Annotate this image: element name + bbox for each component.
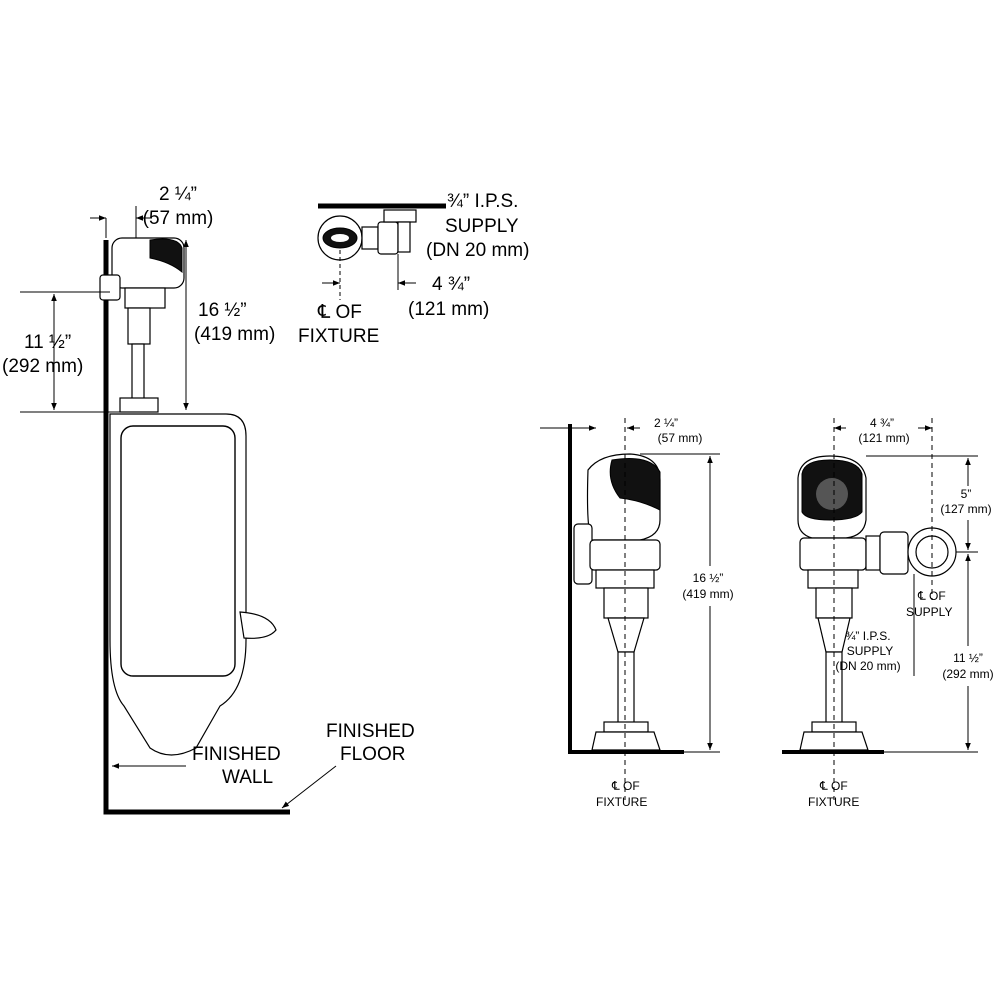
front-top-dim-inch: 5”: [961, 487, 972, 501]
top-centerline-2: FIXTURE: [298, 326, 379, 347]
front-supply-2: SUPPLY: [847, 644, 893, 658]
valve-side-view: 2 ¼” (57 mm) 16 ½” (419 mm) ℄ OF FIXTURE: [540, 416, 734, 809]
top-offset-mm: (121 mm): [408, 299, 489, 320]
finished-floor-label-2: FLOOR: [340, 744, 405, 765]
front-centerline-2: FIXTURE: [808, 795, 859, 809]
left-width-dim-mm: (57 mm): [143, 208, 214, 229]
front-supply-1: ¾” I.P.S.: [845, 629, 890, 643]
urinal-side-view: 2 ¼” (57 mm) 16 ½” (419 mm) 11 ½” (292 m…: [2, 184, 415, 815]
side-height-inch: 16 ½”: [693, 571, 724, 585]
finished-wall-label-2: WALL: [222, 767, 273, 788]
side-height-mm: (419 mm): [682, 587, 733, 601]
left-width-dim-inch: 2 ¼”: [159, 184, 197, 205]
left-supply-dim-inch: 11 ½”: [24, 332, 71, 353]
top-supply-label-1: ¾” I.P.S.: [447, 191, 518, 212]
front-top-dim-mm: (127 mm): [940, 502, 991, 516]
front-offset-mm: (121 mm): [858, 431, 909, 445]
left-height-dim-inch: 16 ½”: [198, 300, 247, 321]
front-centerline-1: ℄ OF: [819, 779, 848, 793]
left-height-dim-mm: (419 mm): [194, 324, 275, 345]
front-supply-cl-2: SUPPLY: [906, 605, 952, 619]
front-height-mm: (292 mm): [942, 667, 993, 681]
side-width-mm: (57 mm): [658, 431, 703, 445]
front-supply-cl-1: ℄ OF: [917, 589, 946, 603]
front-supply-3: (DN 20 mm): [835, 659, 900, 673]
valve-front-view: 4 ¾” (121 mm) 5” (127 mm) 11 ½” (292 mm)…: [782, 416, 994, 809]
top-offset-inch: 4 ¾”: [432, 274, 470, 295]
flush-valve-left: [99, 237, 185, 413]
side-centerline-2: FIXTURE: [596, 795, 647, 809]
side-view-wall: [568, 424, 585, 754]
finished-wall-line: [103, 240, 290, 815]
side-width-inch: 2 ¼”: [654, 416, 678, 430]
top-supply-label-3: (DN 20 mm): [426, 240, 529, 261]
left-supply-dim-mm: (292 mm): [2, 356, 83, 377]
top-view: ¾” I.P.S. SUPPLY (DN 20 mm) 4 ¾” (121 mm…: [298, 191, 529, 347]
finished-floor-label-1: FINISHED: [326, 721, 415, 742]
urinal-fixture: [109, 413, 277, 756]
front-offset-inch: 4 ¾”: [870, 416, 894, 430]
front-height-inch: 11 ½”: [953, 651, 983, 665]
top-supply-label-2: SUPPLY: [445, 216, 519, 237]
top-centerline-1: ℄ OF: [317, 302, 362, 323]
finished-wall-label-1: FINISHED: [192, 744, 281, 765]
side-centerline-1: ℄ OF: [611, 779, 640, 793]
